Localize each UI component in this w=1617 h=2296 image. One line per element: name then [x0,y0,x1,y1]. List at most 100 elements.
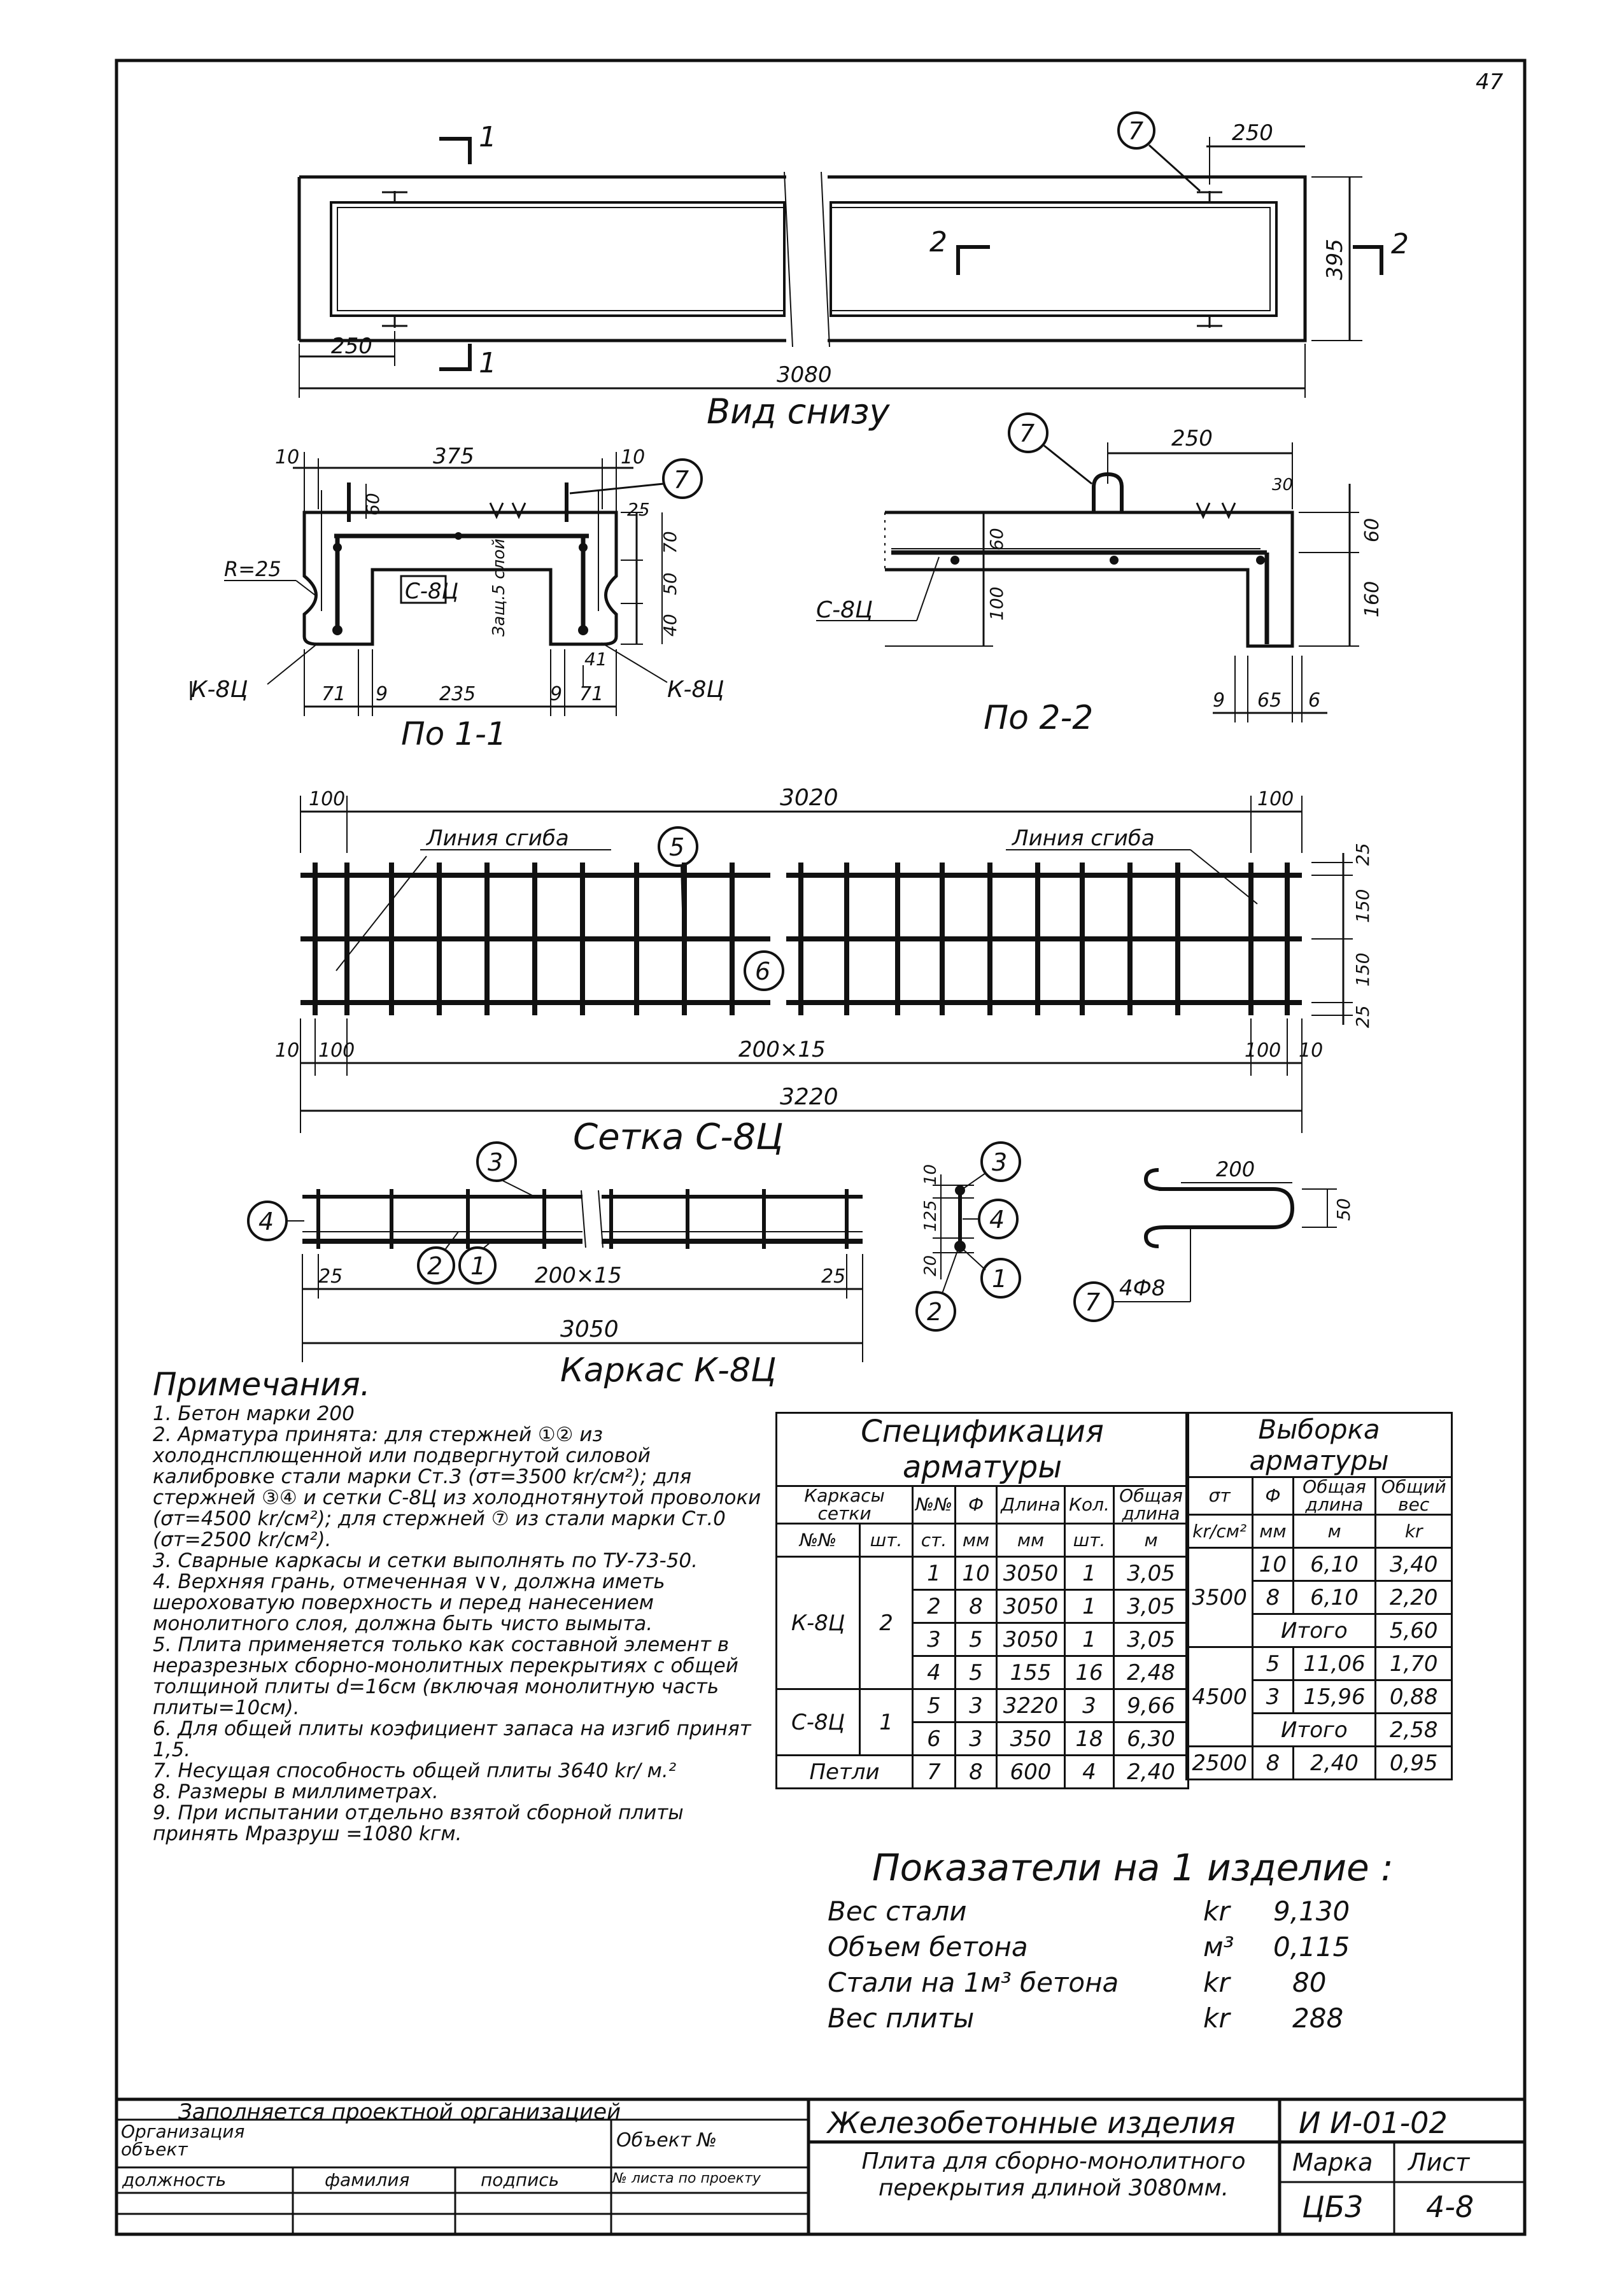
note-9: 9. При испытании отдельно взятой сборной… [153,1801,684,1845]
sel-h-u1: kr/cм² [1185,1514,1254,1549]
sel-h-len: Общая длина [1292,1476,1377,1516]
table-row: 4500 5 11,06 1,70 [1185,1646,1453,1747]
spec-group-name: К-8Ц [775,1556,861,1690]
spec-cell: 3,05 [1113,1556,1189,1591]
table-row: 2 8 3050 1 3,05 [777,1589,1189,1624]
spec-cell: 600 [996,1754,1066,1789]
dim-40: 40 [660,614,681,637]
spec-cell: 2,48 [1113,1655,1189,1690]
tb-mark-label: Марка [1292,2148,1373,2176]
dim-41: 41 [584,649,607,670]
spec-h-frame-no: №№ [775,1523,861,1558]
mesh-dim-top: 3020 [780,785,838,811]
tb-category: Железобетонные изделия [828,2106,1236,2140]
table-row: 4 5 155 16 2,48 [777,1655,1189,1690]
sel-h-st: σт [1185,1476,1254,1516]
tb-signature: подпись [481,2169,560,2190]
sel-cell: Итого [1252,1613,1377,1648]
spec-cell: 155 [996,1655,1066,1690]
frame-dim-left-25: 25 [318,1265,342,1288]
tb-position: должность [122,2169,227,2190]
frame-view: 4 3 2 1 25 200×15 25 3050 Каркас К-8Ц 10… [247,1141,1021,1390]
spec-h-mm2: мм [996,1523,1066,1558]
mesh-dim-bottom-10-left: 10 [275,1039,299,1062]
mesh-dim-v150-bottom: 150 [1352,953,1373,987]
spec-cell: 5 [954,1655,998,1690]
dim-60-right: 60 [1361,518,1383,542]
section-2-callout-7: 7 [1019,419,1034,447]
spec-cell: 2,40 [1113,1754,1189,1789]
bottom-view-title: Вид снизу [707,391,890,432]
loop-callout-7: 7 [1085,1288,1100,1316]
table-row: 3 15,96 0,88 [1187,1679,1453,1714]
tb-sheet-no-project: № листа по проекту [612,2171,761,2187]
spec-cell: 9,66 [1113,1688,1189,1723]
spec-cell: 4 [1064,1754,1115,1789]
dim-250: 250 [1171,426,1213,451]
section-2-title: По 2-2 [984,699,1093,737]
bend-line-left: Линия сгиба [425,826,569,851]
mesh-dim-v150-top: 150 [1352,889,1373,923]
dim-71-left: 71 [321,683,346,705]
sel-h-dia: Ф [1252,1476,1294,1516]
bottom-view-callout-7: 7 [1128,117,1143,145]
sel-cell: 1,70 [1374,1646,1453,1681]
table-row: Итого 5,60 [1187,1613,1453,1648]
indicator-row: Объем бетона м³ 0,115 [828,1931,1401,1967]
tb-org: Организация объект [121,2121,245,2160]
frame-section-callout-4: 4 [989,1206,1005,1234]
indicator-value: 80 [1292,1967,1327,1998]
sel-cell: 6,10 [1292,1580,1377,1615]
spec-cell: 6 [912,1721,956,1756]
spec-h-pcs2: шт. [1064,1523,1115,1558]
spec-cell: 350 [996,1721,1066,1756]
indicator-value: 9,130 [1273,1896,1350,1927]
mesh-dim-top-left: 100 [309,788,345,810]
mesh-title: Сетка С-8Ц [573,1116,784,1158]
loop-bar-label: 4Ф8 [1119,1276,1166,1301]
indicator-value: 0,115 [1273,1931,1350,1962]
dim-60: 60 [362,493,383,516]
spec-h-m: м [1113,1523,1189,1558]
dim-71-right: 71 [579,683,604,705]
sheet-border [115,59,1527,2236]
spec-cell: 3050 [996,1622,1066,1657]
notes: Примечания. 1. Бетон марки 200 2. Армату… [153,1365,764,1845]
indicator-unit: м³ [1203,1931,1234,1962]
sel-cell: 4500 [1185,1646,1254,1747]
dim-160: 160 [1361,581,1383,617]
sel-cell: 5 [1252,1646,1294,1681]
indicator-unit: kr [1203,1896,1230,1927]
spec-cell: 16 [1064,1655,1115,1690]
spec-table: Спецификация арматуры Каркасы сетки №№ Ф… [775,1412,1189,1789]
spec-h-total: Общая длина [1113,1485,1189,1525]
sel-cell: 11,06 [1292,1646,1377,1681]
spec-cell: 3 [954,1688,998,1723]
bottom-view: 1 1 2 2 7 250 395 250 3080 Вид сни [297,111,1409,432]
loop-dim-height: 50 [1333,1198,1354,1221]
dim-235: 235 [439,683,476,705]
section-mark-2-right: 2 [1391,228,1409,260]
spec-cell: 1 [912,1556,956,1591]
frame-callout-1: 1 [470,1252,486,1280]
mesh-dim-bottom-100-left: 100 [318,1039,355,1062]
sel-cell: 8 [1252,1745,1294,1780]
mesh-dim-bottom-10-right: 10 [1299,1039,1323,1062]
frame-section-callout-3: 3 [992,1148,1007,1176]
table-row: К-8Ц 2 1 10 3050 1 3,05 [775,1556,1189,1690]
dim-70: 70 [660,531,681,554]
frame-label-right: К-8Ц [667,677,724,703]
indicator-label: Объем бетона [828,1931,1028,1962]
dim-height: 395 [1322,239,1348,280]
indicators: Показатели на 1 изделие : Вес стали kr 9… [828,1846,1401,2038]
dim-60-left: 60 [986,528,1007,551]
spec-cell: 3050 [996,1589,1066,1624]
note-7: 7. Несущая способность общей плиты 3640 … [153,1759,677,1782]
tb-surname: фамилия [325,2169,410,2190]
mesh-dim-v25-bottom: 25 [1352,1005,1373,1028]
sel-h-u4: kr [1374,1514,1453,1549]
dim-375: 375 [433,444,474,469]
spec-group-name: С-8Ц [775,1688,861,1756]
indicators-title: Показатели на 1 изделие : [872,1846,1394,1889]
